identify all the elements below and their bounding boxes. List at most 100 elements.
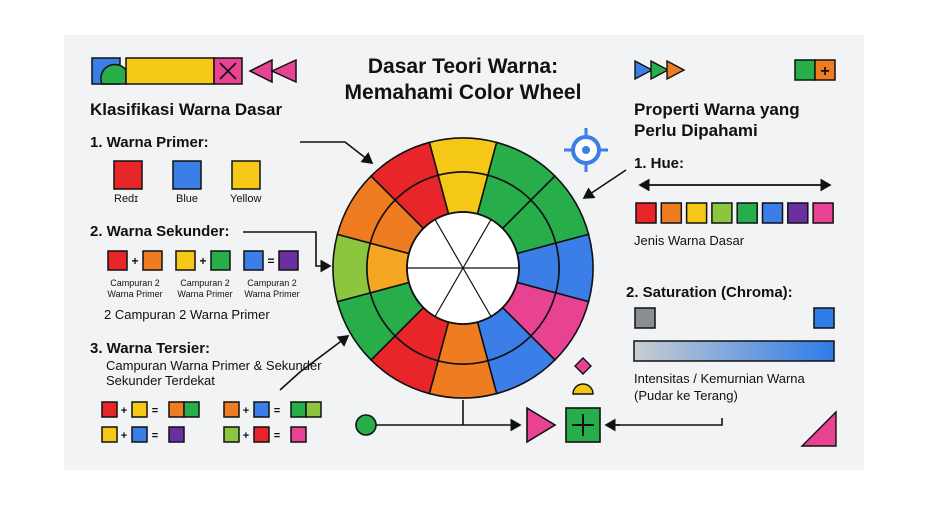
wheel-outer-segment — [554, 233, 594, 303]
hue-swatch — [685, 202, 708, 224]
secondary-caption-3a: Campuran 2 — [247, 278, 297, 288]
wheel-outer-segment — [332, 233, 372, 303]
classification-heading: Klasifikasi Warna Dasar — [90, 100, 283, 119]
cross-icon — [219, 62, 237, 80]
hue-swatch — [761, 202, 784, 224]
target-dot-icon — [582, 146, 590, 154]
triangle-pink-icon — [526, 406, 557, 444]
primary-swatch-yellow — [231, 160, 261, 190]
semicircle-yellow-icon — [572, 383, 594, 395]
saturation-caption-2: (Pudar ke Terang) — [634, 388, 738, 403]
secondary-swatch — [142, 250, 163, 271]
equals-sign: = — [152, 430, 158, 442]
tertiary-swatch — [223, 426, 240, 443]
tertiary-swatch — [131, 401, 148, 418]
circle-green-icon — [355, 414, 377, 436]
tertiary-result-swatch — [168, 426, 185, 443]
arrow-from-saturation — [630, 418, 723, 426]
hue-swatch — [812, 202, 834, 224]
saturation-low-swatch — [634, 307, 656, 329]
secondary-caption-1b: Warna Primer — [107, 289, 163, 299]
operator-sign: + — [199, 254, 206, 268]
tertiary-desc-1: Campuran Warna Primer & Sekunder — [106, 358, 322, 373]
saturation-gradient-bar — [633, 340, 835, 362]
arrow-tertiary-to-wheel — [279, 335, 350, 391]
plus-sign-icon: + — [820, 63, 829, 80]
diamond-pink-icon — [574, 357, 592, 375]
primary-label-yellow: Yellow — [230, 193, 262, 205]
corner-triangle-pink-icon — [800, 410, 837, 447]
secondary-caption-2b: Warna Primer — [177, 289, 233, 299]
tertiary-swatch — [131, 426, 148, 443]
wheel-outer-segment — [428, 137, 498, 177]
equals-sign: = — [274, 430, 280, 442]
saturation-caption-1: Intensitas / Kemurnian Warna — [634, 371, 805, 386]
tertiary-swatch — [253, 426, 270, 443]
properties-heading-line-1: Properti Warna yang — [634, 100, 800, 119]
secondary-caption-2a: Campuran 2 — [180, 278, 230, 288]
arrow-secondary-to-wheel — [243, 231, 332, 273]
page-title-line-2: Memahami Color Wheel — [344, 81, 582, 104]
wheel-center-divider — [462, 267, 492, 317]
primary-swatch-blue — [172, 160, 202, 190]
primary-label-red: Redɪ — [114, 193, 139, 205]
target-crosshair-icon — [564, 128, 608, 172]
wheel-outer-segment — [428, 359, 498, 399]
secondary-heading: 2. Warna Sekunder: — [90, 223, 230, 240]
equals-sign: = — [152, 405, 158, 417]
plus-sign: + — [243, 405, 249, 417]
play-orange-icon — [666, 59, 686, 81]
wheel-center-divider — [434, 267, 464, 317]
hue-swatch — [660, 202, 683, 224]
wheel-center-divider — [434, 219, 464, 269]
tertiary-result-swatch — [168, 401, 185, 418]
page-title-line-1: Dasar Teori Warna: — [367, 55, 559, 78]
secondary-swatch — [278, 250, 299, 271]
plus-cross-icon — [572, 414, 594, 436]
arrow-primary-to-wheel — [300, 141, 374, 164]
tertiary-result-swatch — [183, 401, 200, 418]
tertiary-swatch — [101, 426, 118, 443]
wheel-center-divider — [462, 219, 492, 269]
plus-sign: + — [121, 430, 127, 442]
tertiary-swatch — [101, 401, 118, 418]
secondary-caption-3b: Warna Primer — [244, 289, 300, 299]
secondary-note: 2 Campuran 2 Warna Primer — [104, 307, 270, 322]
operator-sign: = — [267, 254, 274, 268]
tertiary-result-swatch — [290, 426, 307, 443]
secondary-swatch — [243, 250, 264, 271]
square-orange-icon — [814, 59, 836, 81]
saturation-high-swatch — [813, 307, 835, 329]
rewind-triangle-2-icon — [270, 58, 297, 84]
plus-sign: + — [121, 405, 127, 417]
rewind-triangle-1-icon — [248, 58, 273, 84]
arrow-hue-to-wheel — [582, 169, 627, 199]
hue-swatch — [711, 202, 733, 224]
plus-sign: + — [243, 430, 249, 442]
tertiary-desc-2: Sekunder Terdekat — [106, 373, 215, 388]
primary-heading: 1. Warna Primer: — [90, 134, 209, 151]
secondary-swatch — [210, 250, 231, 271]
play-green-icon — [650, 59, 670, 81]
hue-swatch — [635, 202, 657, 224]
properties-heading-line-2: Perlu Dipahami — [634, 121, 758, 140]
square-green-icon — [794, 59, 816, 81]
hue-swatch — [736, 202, 758, 224]
equals-sign: = — [274, 405, 280, 417]
primary-swatch-red — [113, 160, 143, 190]
play-blue-icon — [634, 59, 654, 81]
tertiary-swatch — [223, 401, 240, 418]
secondary-swatch — [175, 250, 196, 271]
hue-heading: 1. Hue: — [634, 155, 685, 172]
bar-yellow-icon — [125, 57, 215, 85]
operator-sign: + — [131, 254, 138, 268]
hue-swatch — [787, 202, 809, 224]
hue-caption: Jenis Warna Dasar — [634, 233, 745, 248]
tertiary-heading: 3. Warna Tersier: — [90, 340, 211, 357]
secondary-swatch — [107, 250, 128, 271]
tertiary-result-swatch — [305, 401, 322, 418]
primary-label-blue: Blue — [176, 193, 199, 205]
tertiary-swatch — [253, 401, 270, 418]
saturation-heading: 2. Saturation (Chroma): — [626, 284, 793, 301]
